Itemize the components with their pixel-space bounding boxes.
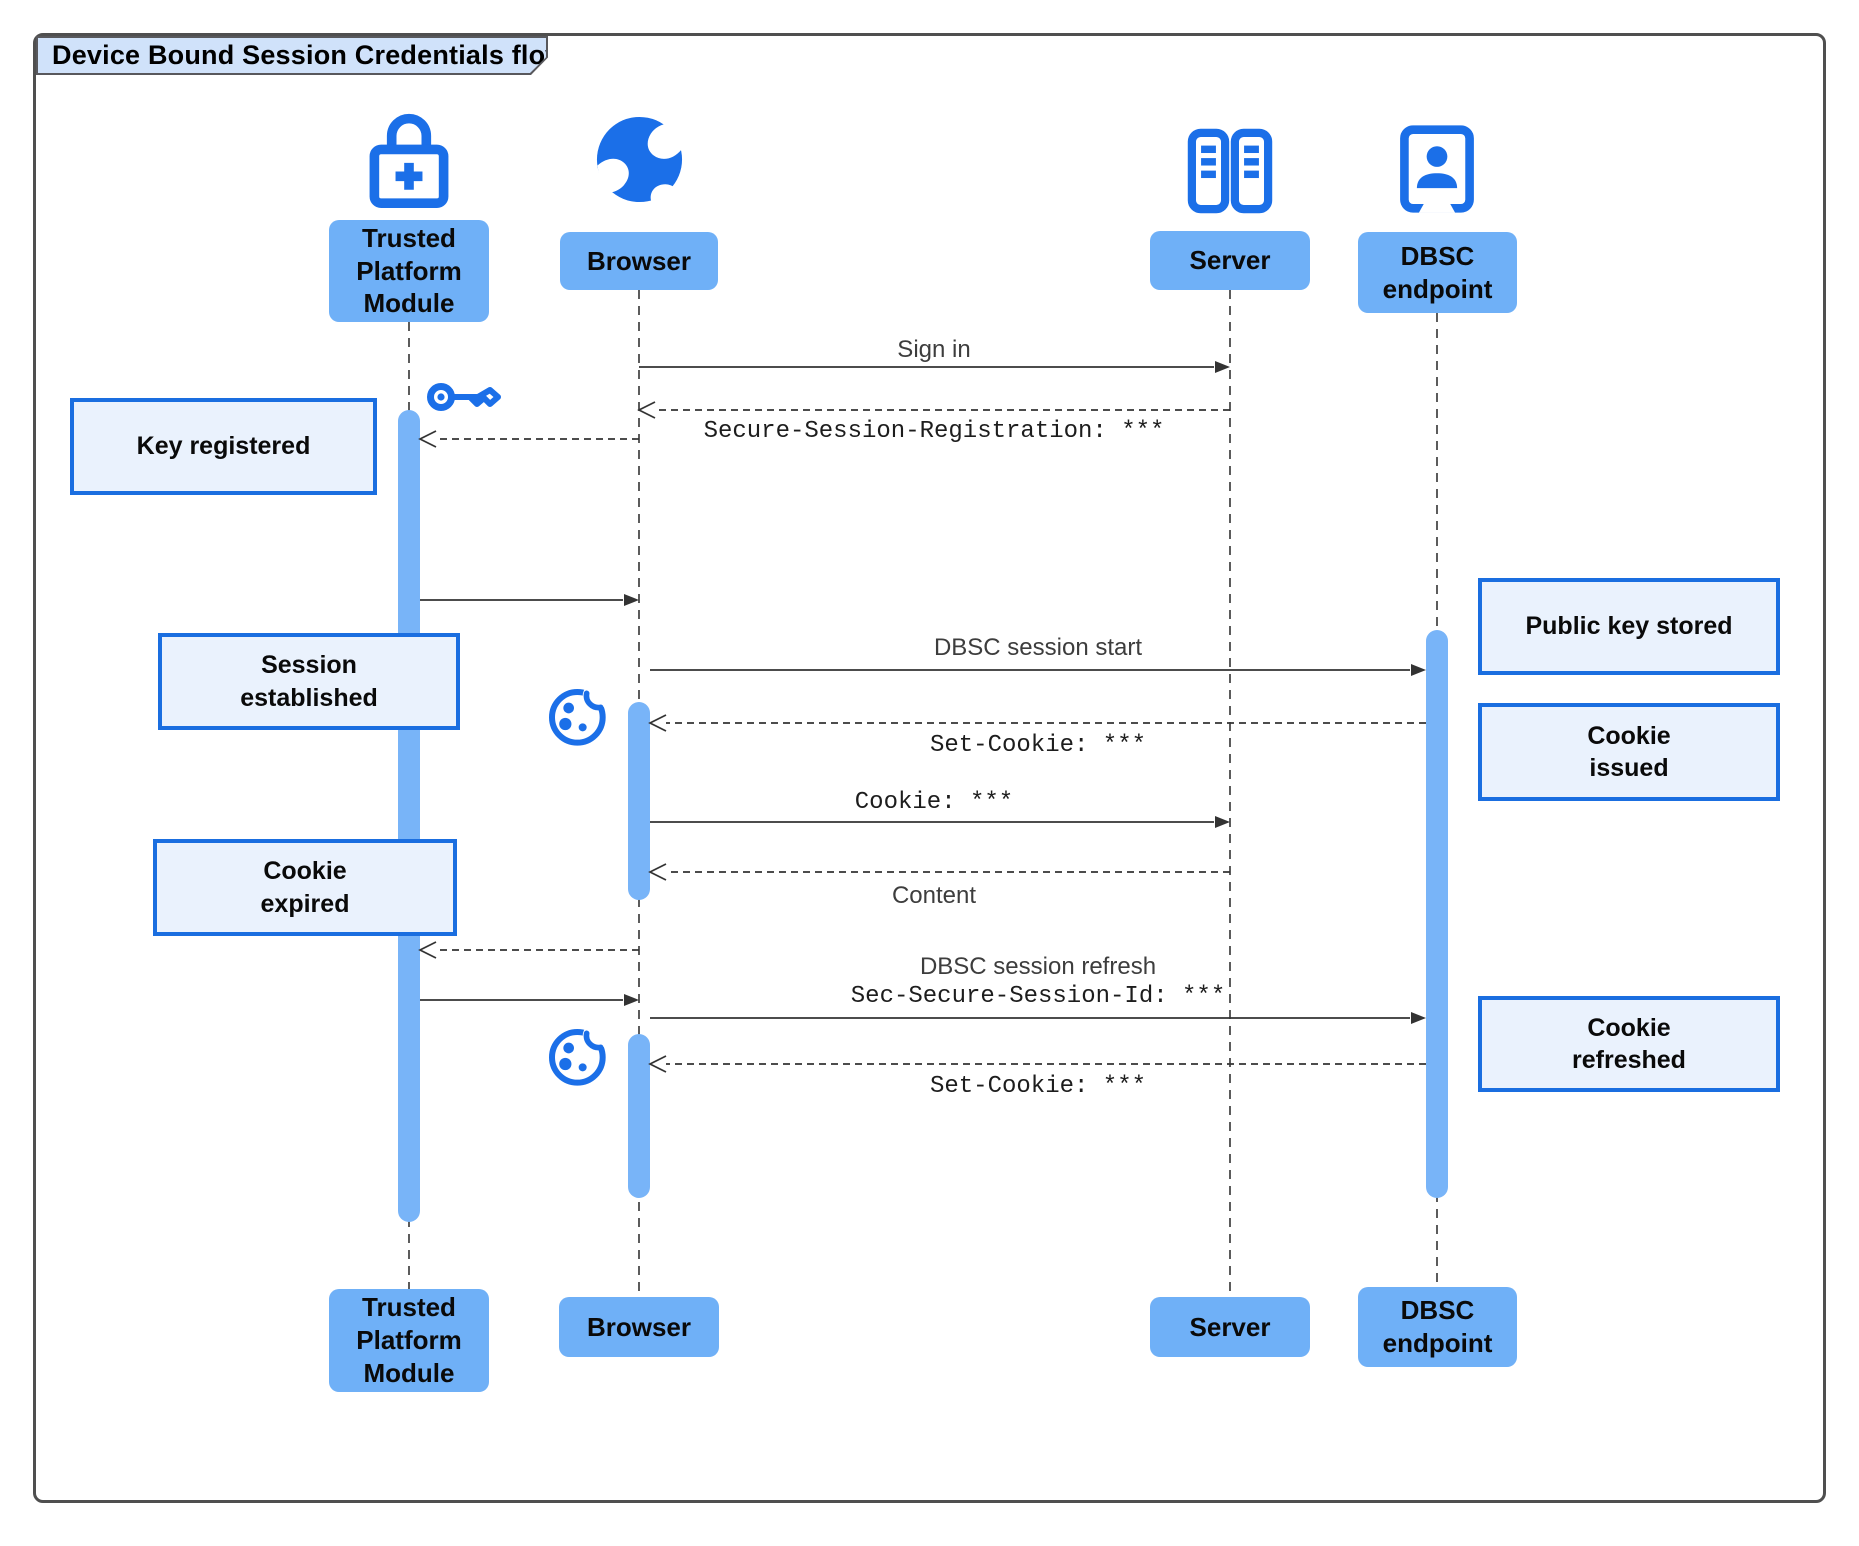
message-dbsc-session-start: DBSC session start xyxy=(933,634,1143,661)
arrowhead-content xyxy=(648,863,667,881)
participant-tpm-top: Trusted Platform Module xyxy=(329,220,489,322)
message-secure-session-registration: Secure-Session-Registration: *** xyxy=(703,418,1165,445)
diagram-title-tab-inner: Device Bound Session Credentials flow xyxy=(38,38,546,73)
activation-bar-dbsc xyxy=(1426,630,1448,1198)
arrowhead-secure-session-registration xyxy=(637,401,656,419)
arrowhead-tpm-to-browser-refresh xyxy=(624,994,639,1006)
note-cookie-expired: Cookie expired xyxy=(153,839,457,936)
key-icon xyxy=(424,374,504,420)
arrowhead-dbsc-session-start xyxy=(1411,664,1426,676)
arrowhead-browser-to-tpm-refresh xyxy=(418,941,437,959)
lock-plus-icon xyxy=(359,108,459,210)
message-sec-secure-session-id: Sec-Secure-Session-Id: *** xyxy=(850,983,1226,1010)
participant-tpm-bottom: Trusted Platform Module xyxy=(329,1289,489,1392)
message-sign-in: Sign in xyxy=(897,336,971,363)
participant-dbsc-top: DBSC endpoint xyxy=(1358,232,1517,313)
message-content: Content xyxy=(891,882,977,909)
arrowhead-tpm-to-browser-key xyxy=(624,594,639,606)
arrowhead-sign-in xyxy=(1215,361,1230,373)
note-cookie-issued: Cookie issued xyxy=(1478,703,1780,801)
participant-browser-bottom: Browser xyxy=(559,1297,719,1357)
message-set-cookie-refresh: Set-Cookie: *** xyxy=(929,1073,1147,1100)
arrowhead-dbsc-session-refresh xyxy=(1411,1012,1426,1024)
server-rack-icon xyxy=(1183,128,1277,214)
activation-bar-browser-2 xyxy=(628,1034,650,1198)
door-person-icon xyxy=(1391,124,1483,214)
participant-server-bottom: Server xyxy=(1150,1297,1310,1357)
message-dbsc-session-refresh: DBSC session refresh xyxy=(919,953,1157,980)
cookie-icon xyxy=(546,1024,610,1088)
globe-icon xyxy=(592,112,687,207)
diagram-title: Device Bound Session Credentials flow xyxy=(52,40,567,70)
activation-bar-tpm xyxy=(398,410,420,1222)
note-key-registered: Key registered xyxy=(70,398,377,495)
message-cookie: Cookie: *** xyxy=(854,789,1014,816)
note-cookie-refreshed: Cookie refreshed xyxy=(1478,996,1780,1092)
cookie-icon xyxy=(546,684,610,748)
participant-dbsc-bottom: DBSC endpoint xyxy=(1358,1287,1517,1367)
message-set-cookie-issue: Set-Cookie: *** xyxy=(929,732,1147,759)
activation-bar-browser-1 xyxy=(628,702,650,900)
note-session-established: Session established xyxy=(158,633,460,730)
diagram-title-tab: Device Bound Session Credentials flow xyxy=(36,36,548,75)
arrowhead-cookie xyxy=(1215,816,1230,828)
arrowhead-set-cookie-issue xyxy=(648,714,667,732)
diagram-frame xyxy=(33,33,1826,1503)
note-public-key-stored: Public key stored xyxy=(1478,578,1780,675)
participant-browser-top: Browser xyxy=(560,232,718,290)
arrowhead-set-cookie-refresh xyxy=(648,1055,667,1073)
participant-server-top: Server xyxy=(1150,231,1310,290)
arrowhead-browser-to-tpm-register xyxy=(418,430,437,448)
